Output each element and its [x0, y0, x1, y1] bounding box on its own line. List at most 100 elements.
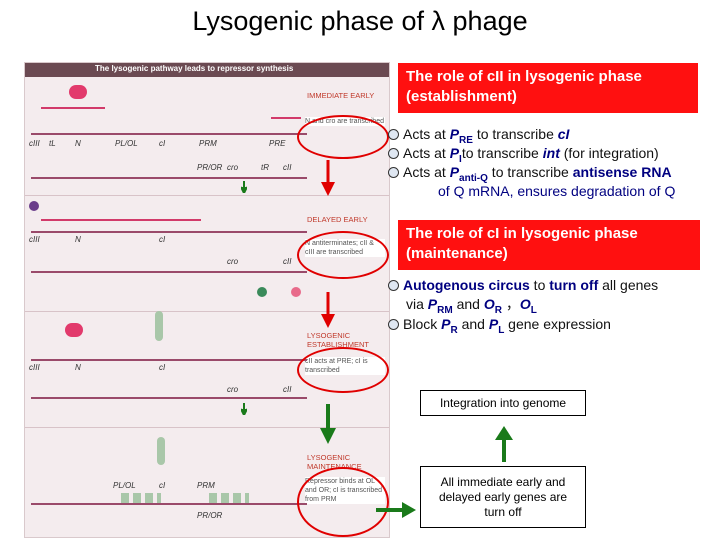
dna-strand: [31, 133, 307, 135]
bullet-text: gene expression: [504, 316, 611, 332]
bullet-text: via: [406, 296, 428, 312]
gene-label: cI: [159, 139, 166, 148]
rna-polymerase-icon: [69, 85, 87, 99]
repressor-icon: [155, 311, 163, 341]
operator-subscript: R: [494, 304, 502, 316]
bullet-item: Block PR and PL gene expression: [388, 315, 611, 340]
stage-label: LYSOGENIC ESTABLISHMENT: [307, 331, 369, 349]
promoter-symbol: P: [449, 164, 460, 180]
dna-strand: [31, 397, 307, 399]
promoter-symbol: P: [449, 126, 460, 142]
protein-icon: [257, 287, 267, 297]
bullet-icon: [388, 319, 399, 330]
bullet-text: to transcribe: [487, 164, 573, 180]
operator-subscript: L: [530, 304, 537, 316]
bullet-text: Block: [403, 316, 442, 332]
gene-label: PRM: [197, 481, 215, 490]
highlight-oval: [297, 231, 389, 279]
bullet-item: Acts at PRE to transcribe cI: [388, 125, 569, 150]
red-arrow-icon: [321, 160, 335, 196]
gene-label: PR/OR: [197, 511, 223, 520]
bullet-icon: [388, 148, 399, 159]
gene-label: tR: [261, 163, 269, 172]
gene-label: cI: [159, 481, 166, 490]
promoter-subscript: R: [450, 324, 458, 336]
transcript: [41, 219, 201, 221]
gene-label: PRM: [199, 139, 217, 148]
gene-name: int: [542, 145, 560, 161]
bullet-icon: [388, 129, 399, 140]
promoter-subscript: L: [498, 324, 505, 336]
page-title: Lysogenic phase of λ phage: [192, 6, 528, 36]
bullet-text: to transcribe: [472, 126, 558, 142]
bullet-text: turn off: [549, 277, 599, 293]
bullet-text: Acts at: [403, 145, 450, 161]
integration-box: Integration into genome: [420, 390, 586, 416]
bullet-item: Acts at Panti-Q to transcribe antisense …: [388, 163, 672, 188]
figure-header-text: The lysogenic pathway leads to repressor…: [95, 64, 294, 73]
gene-label: cro: [227, 257, 239, 266]
repressor-cluster-icon: [209, 493, 249, 503]
dna-strand: [31, 359, 307, 361]
bullet-continuation: via PRM and OR ，OL: [406, 295, 537, 320]
gene-label: cIII: [29, 235, 40, 244]
green-arrow-icon: [241, 181, 247, 193]
stage-label: LYSOGENIC MAINTENANCE: [307, 453, 362, 471]
promoter-subscript: anti-Q: [459, 172, 488, 184]
heading-line: (establishment): [406, 88, 517, 105]
heading-line: The role of cI in lysogenic phase: [406, 225, 638, 242]
gene-label: N: [75, 363, 81, 372]
promoter-subscript: I: [459, 153, 462, 165]
dna-strand: [31, 271, 307, 273]
dna-strand: [31, 177, 307, 179]
figure-header: The lysogenic pathway leads to repressor…: [25, 63, 389, 77]
repressor-cluster-icon: [121, 493, 161, 503]
promoter-symbol: P: [427, 296, 438, 312]
green-arrow-icon: [241, 403, 247, 415]
operator-symbol: O: [483, 296, 495, 312]
gene-label: cII: [283, 257, 292, 266]
gene-label: cII: [283, 163, 292, 172]
heading-line: (maintenance): [406, 245, 508, 262]
gene-label: cro: [227, 163, 239, 172]
gene-label: PRE: [269, 139, 286, 148]
promoter-symbol: P: [449, 145, 460, 161]
bullet-text: (for integration): [559, 145, 659, 161]
transcript: [271, 117, 301, 119]
bullet-text: all genes: [598, 277, 659, 293]
bullet-text: and: [457, 316, 489, 332]
green-arrow-up-icon: [495, 426, 513, 462]
bullet-icon: [388, 167, 399, 178]
heading-line: The role of cII in lysogenic phase: [406, 68, 642, 85]
transcript: [41, 107, 105, 109]
dna-strand: [31, 503, 307, 505]
gene-label: N: [75, 139, 81, 148]
gene-name: antisense RNA: [572, 164, 672, 180]
stage-label: IMMEDIATE EARLY: [307, 91, 375, 100]
promoter-symbol: P: [488, 316, 499, 332]
rna-polymerase-icon: [65, 323, 83, 337]
gene-label: N: [75, 235, 81, 244]
repressor-icon: [157, 437, 165, 465]
bullet-text: to: [529, 277, 550, 293]
gene-name: cI: [557, 126, 570, 142]
bullet-text: Acts at: [403, 126, 450, 142]
gene-label: cIII: [29, 139, 40, 148]
gene-label: cIII: [29, 363, 40, 372]
gene-label: tL: [49, 139, 56, 148]
red-arrow-icon: [321, 292, 335, 328]
promoter-subscript: RE: [459, 134, 473, 146]
establishment-heading: The role of cII in lysogenic phase (esta…: [398, 63, 698, 113]
gene-label: cI: [159, 235, 166, 244]
green-arrow-icon: [320, 404, 336, 444]
gene-label: cro: [227, 385, 239, 394]
maintenance-heading: The role of cI in lysogenic phase (maint…: [398, 220, 700, 270]
genes-off-box: All immediate early and delayed early ge…: [420, 466, 586, 528]
stage-label: DELAYED EARLY: [307, 215, 368, 224]
promoter-subscript: RM: [437, 304, 453, 316]
bullet-icon: [388, 280, 399, 291]
protein-icon: [29, 201, 39, 211]
gene-label: PL/OL: [115, 139, 138, 148]
dna-strand: [31, 231, 307, 233]
promoter-symbol: P: [441, 316, 451, 332]
